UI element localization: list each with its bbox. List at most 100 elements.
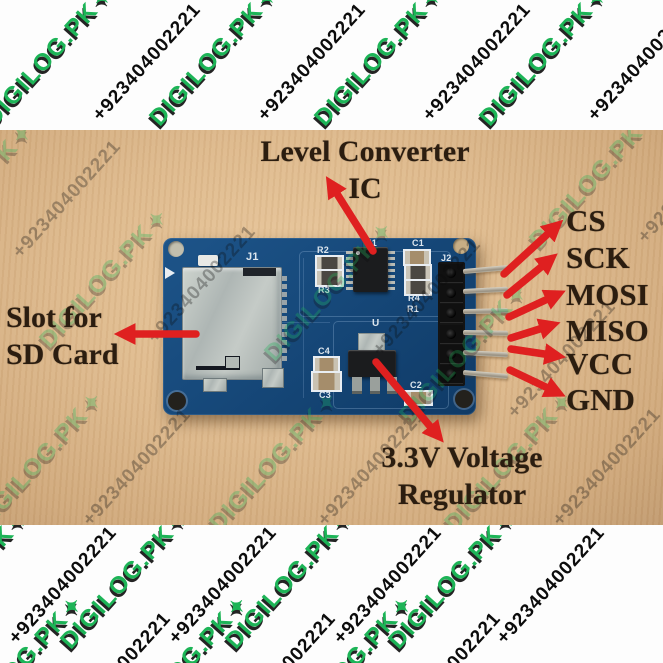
label-level-converter-line1: Level Converter [260,135,470,168]
silk-arrow-icon [165,267,181,279]
watermark-phone: +923404002221 [164,522,282,649]
header-socket [440,345,463,364]
slot-spring-step [225,356,240,369]
slot-clip [243,268,276,276]
silk-label-j2: J2 [441,253,452,263]
header-socket [440,264,463,283]
watermark-phone: +923404002221 [4,522,122,649]
watermark-phone: +923404002221 [59,608,176,663]
silk-label-r2: R2 [317,245,330,255]
star-icon: ✦ [583,0,613,12]
header-pin [462,330,509,336]
mounting-hole-bottom-left [168,392,186,410]
ic-leg [388,251,395,254]
watermark-brand: DIGILOG.PK✦ [383,504,523,655]
star-icon: ✦ [418,0,448,12]
capacitor-c3 [311,371,342,392]
ic-leg [388,287,395,290]
label-sd-slot-line2: SD Card [6,337,119,371]
ic-leg [388,263,395,266]
star-icon: ✦ [223,591,253,622]
mounting-hole-top-left [168,241,184,257]
label-pin-gnd: GND [566,382,635,417]
watermark-phone: +923404002221 [253,0,371,126]
regulator-leg [370,377,380,394]
ic-leg [346,281,353,284]
pcb-trace [303,258,304,398]
watermark-phone: +923404002221 [389,608,506,663]
header-socket [440,284,463,303]
label-pin-sck: SCK [566,240,630,275]
ic-leg [346,263,353,266]
ic-leg [346,251,353,254]
watermark-brand: DIGILOG.PK✦ [55,504,195,655]
header-socket [440,365,463,384]
silk-label-c1: C1 [412,238,425,248]
label-voltage-regulator-line2: Regulator [397,477,527,511]
slot-contact-fingers [282,276,287,384]
watermark-phone: +923404002221 [492,522,610,649]
label-pin-mosi: MOSI [566,277,649,312]
label-sd-slot: Slot for SD Card [6,300,119,373]
ic-leg [346,275,353,278]
watermark-brand: DIGILOG.PK✦ [0,590,89,663]
watermark-brand: DIGILOG.PK✦ [144,0,284,132]
label-level-converter: Level Converter IC [235,134,495,207]
watermark-brand: DIGILOG.PK✦ [114,590,254,663]
star-icon: ✦ [88,0,118,12]
header-socket [440,304,463,323]
watermark-brand: DIGILOG.PK✦ [279,590,419,663]
label-pin-cs: CS [566,203,606,238]
pin-header [438,262,465,386]
slot-spring-notch [196,366,240,370]
slot-tab [203,378,227,392]
ic-leg [388,269,395,272]
slot-tab [262,368,284,388]
pin1-dot [356,251,360,255]
label-pin-vcc: VCC [566,346,634,381]
resistor-r3 [315,269,344,287]
pcb-board: J1 R2 R3 U1 [163,238,476,415]
silk-label-u: U [372,318,380,329]
ic-leg [388,281,395,284]
silk-label-c2: C2 [410,380,423,390]
star-icon: ✦ [58,591,88,622]
header-socket [440,325,463,344]
ic-leg [388,275,395,278]
watermark-phone: +923404002221 [88,0,206,126]
label-sd-slot-line1: Slot for [6,301,102,334]
star-icon: ✦ [388,591,418,622]
mounting-hole-bottom-right [455,390,473,408]
ic-leg [388,257,395,260]
level-converter-ic-chip [353,247,388,292]
watermark-phone: +923404002221 [224,608,341,663]
smd-component [198,255,218,266]
capacitor-c2 [404,390,433,406]
silk-label-j1: J1 [246,251,259,263]
watermark-phone: +923404002221 [418,0,536,126]
resistor-r1 [404,279,432,296]
star-icon: ✦ [253,0,283,12]
mounting-hole-top-right [453,238,469,254]
header-pin [462,308,509,314]
label-voltage-regulator: 3.3V Voltage Regulator [352,440,572,513]
watermark-brand: DIGILOG.PK✦ [474,0,614,132]
silk-label-c4: C4 [318,346,331,356]
watermark-phone: +923404002221 [329,522,447,649]
silk-label-c3: C3 [319,390,332,400]
voltage-regulator [348,350,396,377]
ic-leg [346,269,353,272]
label-level-converter-line2: IC [348,171,382,205]
regulator-leg [387,377,397,394]
ic-leg [346,287,353,290]
silk-label-r1: R1 [407,304,420,314]
label-pin-miso: MISO [566,313,649,348]
watermark-brand: DIGILOG.PK✦ [309,0,449,132]
regulator-leg [352,377,362,394]
silk-label-r4: R4 [408,293,421,303]
ic-leg [346,257,353,260]
label-voltage-regulator-line1: 3.3V Voltage [381,441,543,474]
watermark-brand: DIGILOG.PK✦ [0,0,119,132]
watermark-brand: DIGILOG.PK✦ [220,504,360,655]
